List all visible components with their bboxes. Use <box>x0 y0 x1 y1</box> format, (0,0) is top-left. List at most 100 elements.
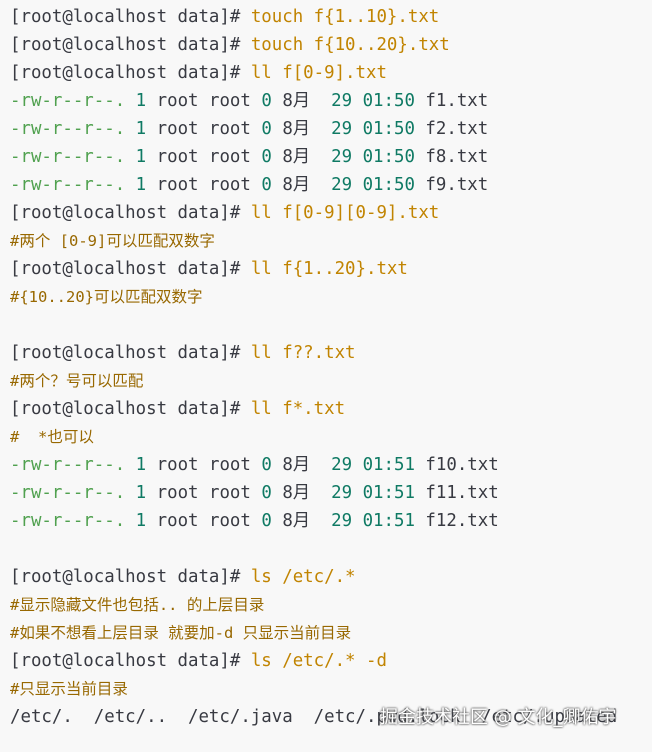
prompt-line: [root@localhost data]# ls /etc/.* <box>10 563 356 591</box>
file-listing-row: -rw-r--r--. 1 root root 0 8月 29 01:51 f1… <box>10 479 499 507</box>
file-size: 0 <box>261 455 272 475</box>
shell-prompt: [root@localhost data]# <box>10 399 251 419</box>
file-day: 29 <box>331 119 353 139</box>
file-listing-row: -rw-r--r--. 1 root root 0 8月 29 01:51 f1… <box>10 451 499 479</box>
file-size: 0 <box>261 175 272 195</box>
file-link-count: 1 <box>135 175 147 195</box>
file-size: 0 <box>261 91 272 111</box>
shell-command: ll f[0-9][0-9].txt <box>250 203 440 223</box>
comment-text: #两个 [0-9]可以匹配双数字 <box>10 232 215 250</box>
comment-text: #只显示当前目录 <box>10 680 128 698</box>
file-size: 0 <box>261 511 272 531</box>
file-time: 01:50 <box>362 119 415 139</box>
file-day: 29 <box>331 511 353 531</box>
shell-command: ll f[0-9].txt <box>250 63 387 83</box>
comment-line: #显示隐藏文件也包括.. 的上层目录 <box>10 591 264 619</box>
file-listing-row: -rw-r--r--. 1 root root 0 8月 29 01:51 f1… <box>10 507 499 535</box>
file-time: 01:51 <box>362 511 415 531</box>
file-time: 01:51 <box>362 483 415 503</box>
comment-line: #{10..20}可以匹配双数字 <box>10 283 203 311</box>
shell-command: ll f*.txt <box>250 399 346 419</box>
comment-line: #两个？号可以匹配 <box>10 367 143 395</box>
file-permissions: -rw-r--r--. <box>10 119 126 139</box>
file-month: 8月 <box>282 483 311 503</box>
file-link-count: 1 <box>135 511 147 531</box>
file-owner: root root <box>156 175 251 195</box>
file-permissions: -rw-r--r--. <box>10 91 126 111</box>
file-time: 01:50 <box>362 147 415 167</box>
file-owner: root root <box>156 147 251 167</box>
file-listing-row: -rw-r--r--. 1 root root 0 8月 29 01:50 f9… <box>10 171 488 199</box>
shell-command: ll f{1..20}.txt <box>250 259 408 279</box>
output-text: /etc/. /etc/.. /etc/.java /etc/.pwd.lock… <box>10 707 618 727</box>
file-owner: root root <box>156 511 251 531</box>
file-listing-row: -rw-r--r--. 1 root root 0 8月 29 01:50 f8… <box>10 143 488 171</box>
shell-prompt: [root@localhost data]# <box>10 259 251 279</box>
comment-text: #两个？号可以匹配 <box>10 372 144 390</box>
shell-prompt: [root@localhost data]# <box>10 7 251 27</box>
comment-line: #两个 [0-9]可以匹配双数字 <box>10 227 215 255</box>
file-name: f1.txt <box>425 91 489 111</box>
file-day: 29 <box>331 175 353 195</box>
file-month: 8月 <box>282 511 311 531</box>
prompt-line: [root@localhost data]# ll f??.txt <box>10 339 356 367</box>
file-permissions: -rw-r--r--. <box>10 483 126 503</box>
shell-prompt: [root@localhost data]# <box>10 343 251 363</box>
file-day: 29 <box>331 483 353 503</box>
comment-text: #显示隐藏文件也包括.. 的上层目录 <box>10 596 265 614</box>
comment-text: # *也可以 <box>10 428 94 446</box>
file-size: 0 <box>261 119 272 139</box>
file-day: 29 <box>331 91 353 111</box>
file-name: f8.txt <box>425 147 489 167</box>
file-month: 8月 <box>282 91 311 111</box>
prompt-line: [root@localhost data]# ll f*.txt <box>10 395 345 423</box>
file-name: f12.txt <box>425 511 499 531</box>
file-time: 01:50 <box>362 91 415 111</box>
file-month: 8月 <box>282 119 311 139</box>
comment-line: # *也可以 <box>10 423 94 451</box>
prompt-line: [root@localhost data]# touch f{1..10}.tx… <box>10 3 439 31</box>
file-link-count: 1 <box>135 483 147 503</box>
file-name: f9.txt <box>425 175 489 195</box>
file-permissions: -rw-r--r--. <box>10 511 126 531</box>
shell-prompt: [root@localhost data]# <box>10 651 251 671</box>
prompt-line: [root@localhost data]# touch f{10..20}.t… <box>10 31 450 59</box>
shell-command: touch f{1..10}.txt <box>250 7 440 27</box>
file-month: 8月 <box>282 455 311 475</box>
file-listing-row: -rw-r--r--. 1 root root 0 8月 29 01:50 f2… <box>10 115 488 143</box>
file-owner: root root <box>156 91 251 111</box>
file-month: 8月 <box>282 175 311 195</box>
shell-prompt: [root@localhost data]# <box>10 567 251 587</box>
shell-prompt: [root@localhost data]# <box>10 35 251 55</box>
file-name: f2.txt <box>425 119 489 139</box>
file-size: 0 <box>261 483 272 503</box>
shell-prompt: [root@localhost data]# <box>10 63 251 83</box>
file-size: 0 <box>261 147 272 167</box>
output-line: /etc/. /etc/.. /etc/.java /etc/.pwd.lock… <box>10 703 617 731</box>
shell-command: ls /etc/.* <box>250 567 356 587</box>
file-owner: root root <box>156 483 251 503</box>
file-time: 01:50 <box>362 175 415 195</box>
comment-text: #{10..20}可以匹配双数字 <box>10 288 203 306</box>
comment-text: #如果不想看上层目录 就要加-d 只显示当前目录 <box>10 624 352 642</box>
prompt-line: [root@localhost data]# ls /etc/.* -d <box>10 647 387 675</box>
file-permissions: -rw-r--r--. <box>10 175 126 195</box>
file-permissions: -rw-r--r--. <box>10 455 126 475</box>
prompt-line: [root@localhost data]# ll f[0-9].txt <box>10 59 387 87</box>
shell-command: ll f??.txt <box>250 343 356 363</box>
file-name: f11.txt <box>425 483 499 503</box>
file-owner: root root <box>156 119 251 139</box>
file-permissions: -rw-r--r--. <box>10 147 126 167</box>
shell-command: touch f{10..20}.txt <box>250 35 450 55</box>
prompt-line: [root@localhost data]# ll f{1..20}.txt <box>10 255 408 283</box>
file-name: f10.txt <box>425 455 499 475</box>
file-day: 29 <box>331 147 353 167</box>
file-link-count: 1 <box>135 147 147 167</box>
watermark: 掘金技术社区 @ 文化_卿佑宇 <box>380 707 617 728</box>
comment-line: #只显示当前目录 <box>10 675 128 703</box>
file-link-count: 1 <box>135 455 147 475</box>
file-listing-row: -rw-r--r--. 1 root root 0 8月 29 01:50 f1… <box>10 87 488 115</box>
file-owner: root root <box>156 455 251 475</box>
file-month: 8月 <box>282 147 311 167</box>
